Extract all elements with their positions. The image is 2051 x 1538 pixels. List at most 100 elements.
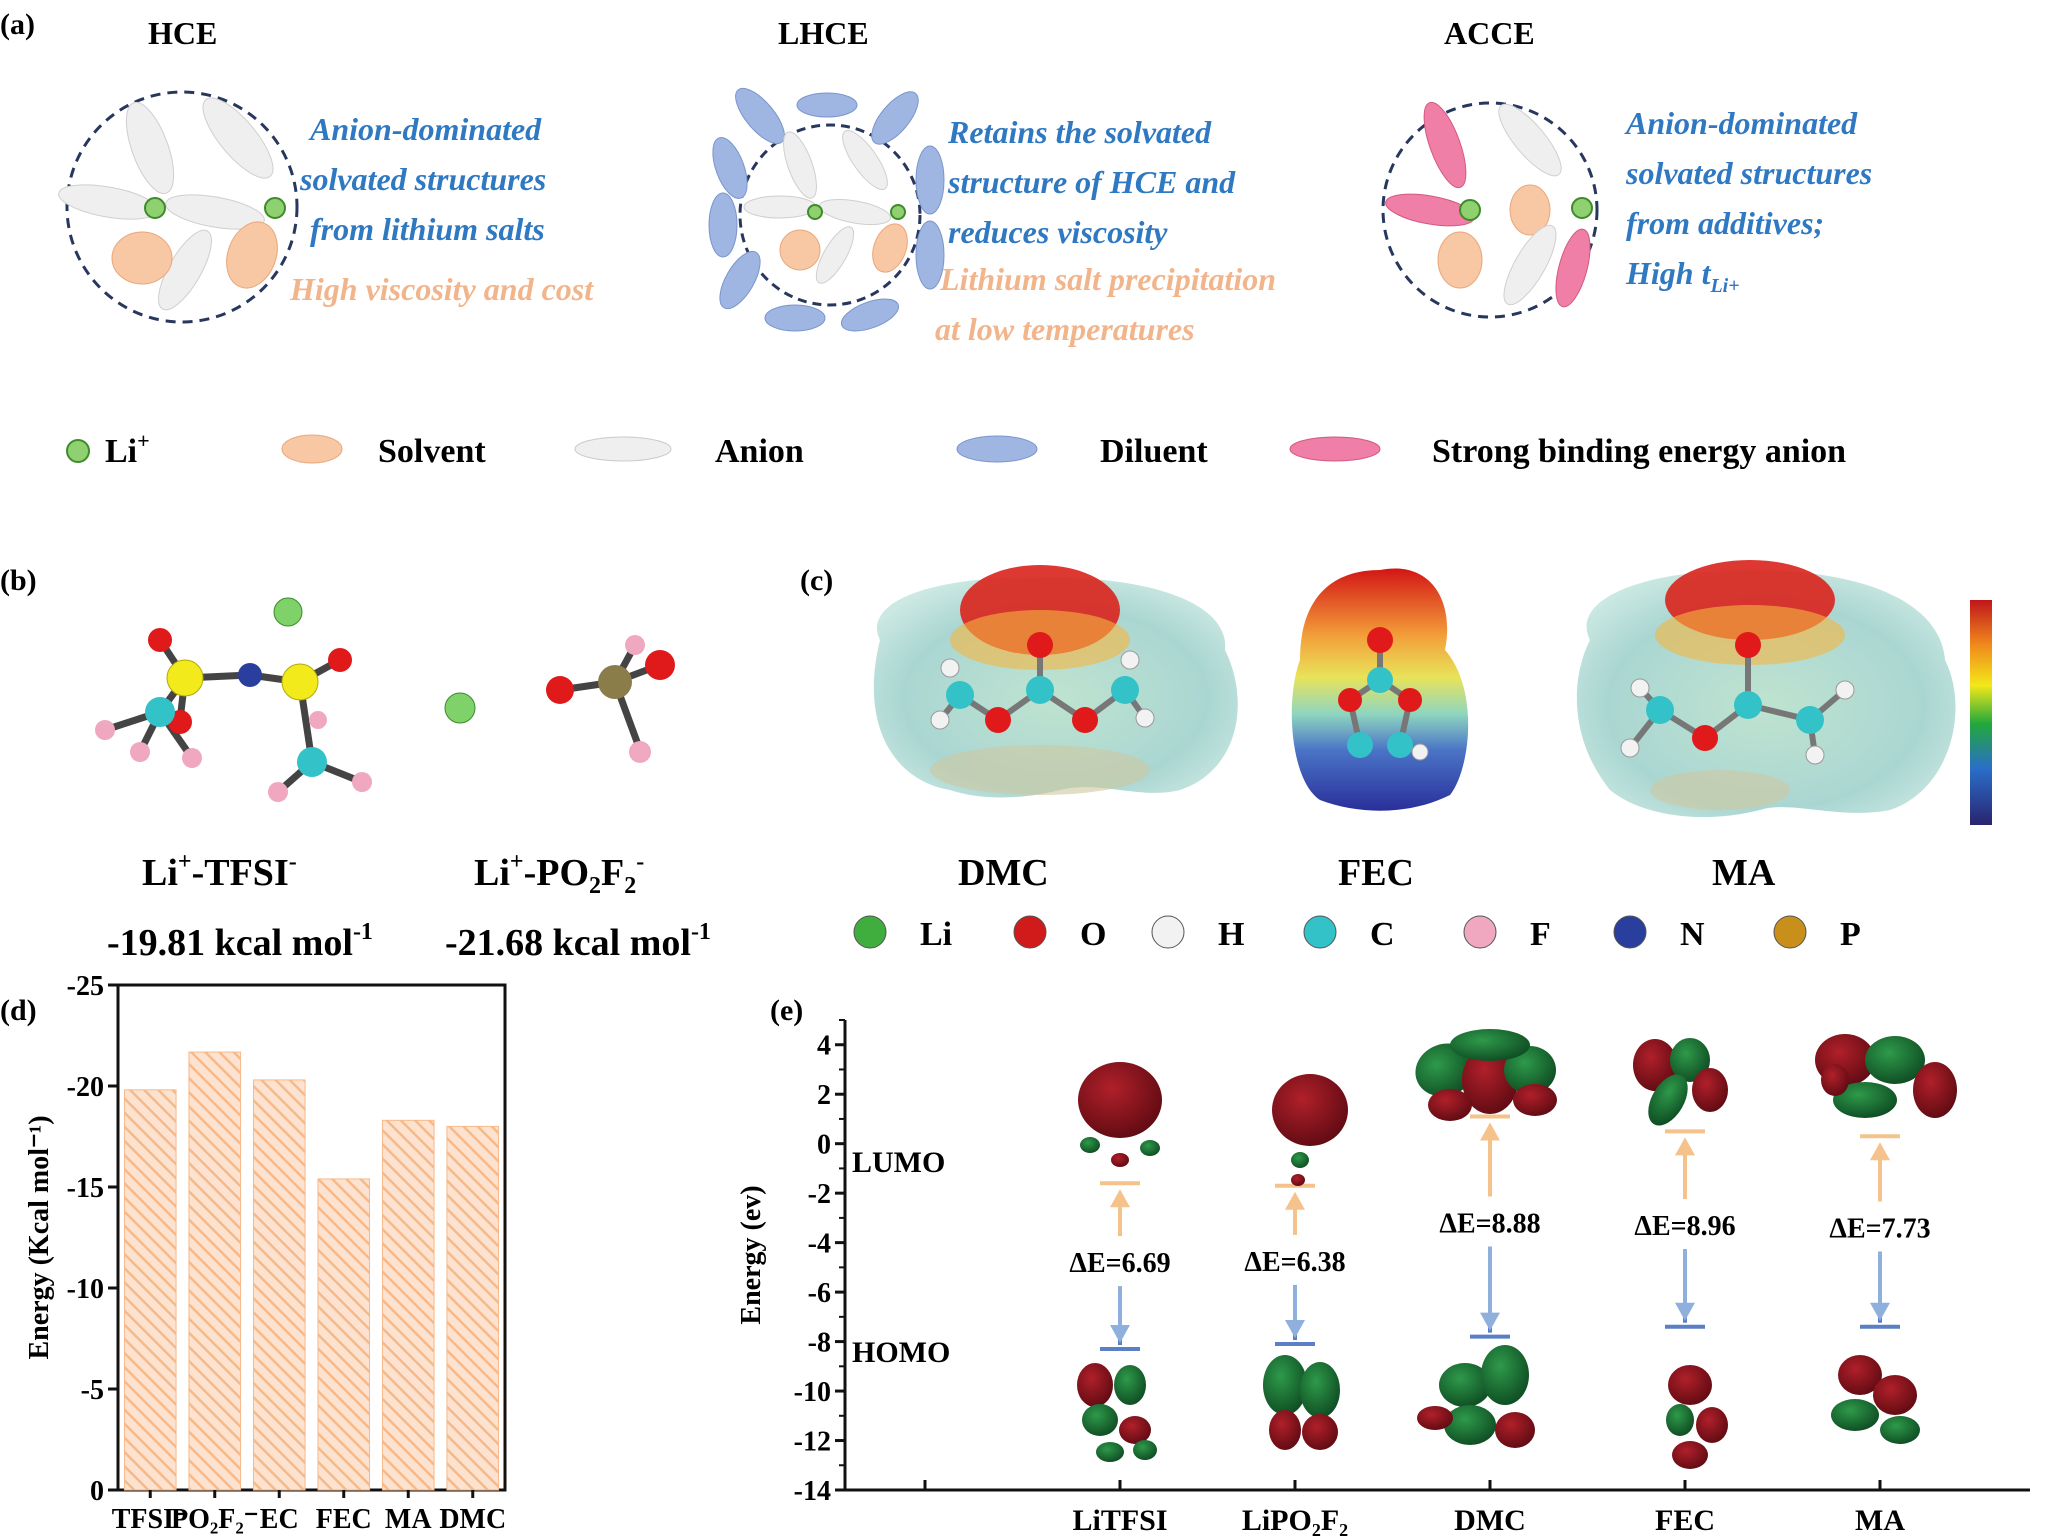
hce-description: Anion-dominated solvated structures from…	[299, 111, 546, 247]
legend-solvent: Solvent	[378, 433, 486, 470]
panel-e-label: (e)	[770, 994, 803, 1027]
orbital-lobe	[1428, 1089, 1472, 1121]
legend-anion: Anion	[715, 433, 804, 470]
orbital-lobe	[1865, 1036, 1925, 1084]
panel-c-molecule-names: DMC FEC MA	[958, 852, 1776, 894]
chart-d-ylabel: Energy (Kcal mol⁻¹)	[24, 1115, 55, 1359]
chart-e-ytick-label: -6	[808, 1278, 831, 1309]
homo-arrowhead	[1110, 1325, 1130, 1343]
legend-solvent-marker	[281, 434, 343, 464]
hce-desc-line1: Anion-dominated	[308, 111, 542, 147]
orbital-lobe	[1302, 1414, 1338, 1450]
lumo-arrowhead	[1870, 1142, 1890, 1161]
chart-e-xtick-label-fec: FEC	[1655, 1504, 1715, 1537]
lhce-note-line1: Lithium salt precipitation	[939, 261, 1276, 297]
orbital-lobe	[1444, 1405, 1496, 1445]
gap-label-ma: ΔE=7.73	[1829, 1214, 1930, 1245]
chart-d-ytick-label: -15	[67, 1173, 104, 1204]
po2f2-label: Li+-PO2F2-	[474, 849, 644, 899]
chart-d-xtick-label: DMC	[439, 1504, 506, 1535]
lhce-note: Lithium salt precipitation at low temper…	[935, 261, 1276, 347]
atom-legend-marker-h	[1151, 915, 1185, 949]
orbital-lobe	[1696, 1407, 1728, 1443]
chart-d-xtick-label: TFSI⁻	[112, 1504, 189, 1535]
panel-c-label: (c)	[800, 564, 833, 597]
chart-e-ytick-label: -12	[794, 1427, 831, 1458]
panel-b-label: (b)	[0, 564, 37, 597]
orbital-lobe	[1080, 1137, 1100, 1153]
orbital-lobe	[1513, 1084, 1557, 1116]
orbital-lobe	[1140, 1140, 1160, 1156]
orbital-lobe	[1439, 1363, 1491, 1407]
chart-d-xtick-label: PO₂F₂⁻	[171, 1504, 259, 1535]
panel-a: (a) HCE LHCE ACCE Anion-dominated solvat…	[0, 8, 1872, 470]
chart-d-bar-tfsi	[123, 1089, 177, 1491]
legend-anion-marker	[574, 436, 672, 462]
chart-e-ytick-label: -4	[808, 1229, 831, 1260]
legend-diluent-marker	[956, 435, 1038, 463]
orbital-lobe	[1633, 1039, 1677, 1091]
chart-e-ytick-label: 2	[817, 1080, 831, 1111]
legend-diluent: Diluent	[1100, 433, 1208, 470]
orbital-lobe	[1873, 1375, 1917, 1415]
orbital-lobe	[1078, 1062, 1162, 1138]
panel-c: (c)	[800, 560, 1992, 953]
chart-d-xtick-label: MA	[385, 1504, 432, 1535]
orbital-lobe	[1495, 1412, 1535, 1448]
orbital-lobe	[1300, 1362, 1340, 1418]
orbital-lobe	[1291, 1152, 1309, 1168]
gap-label-dmc: ΔE=8.88	[1439, 1209, 1540, 1240]
orbital-lobe	[1692, 1068, 1728, 1112]
atom-legend-label-p: P	[1840, 916, 1861, 953]
hce-note: High viscosity and cost	[289, 271, 594, 307]
fec-name: FEC	[1338, 852, 1414, 894]
homo-arrowhead	[1480, 1312, 1500, 1331]
orbital-lobe	[1450, 1029, 1530, 1061]
panel-b: (b)	[0, 564, 711, 964]
orbital-lobe	[1077, 1363, 1113, 1407]
chart-d-ytick-label: -5	[81, 1375, 104, 1406]
lumo-arrowhead	[1285, 1191, 1305, 1210]
chart-e-xtick-label-ma: MA	[1855, 1504, 1905, 1537]
orbital-lobe	[1670, 1038, 1710, 1082]
gap-label-fec: ΔE=8.96	[1634, 1211, 1735, 1242]
orbital-isosurfaces	[1077, 1029, 1957, 1469]
chart-d-bar-dmc	[446, 1125, 500, 1491]
acce-desc-line2: solvated structures	[1625, 155, 1872, 191]
chart-d-xtick-label: FEC	[316, 1504, 372, 1535]
panel-a-label: (a)	[0, 8, 35, 41]
atom-legend-label-h: H	[1218, 916, 1244, 953]
chart-e-ytick-label: 0	[817, 1130, 831, 1161]
homo-arrowhead	[1870, 1302, 1890, 1321]
orbital-lobe	[1648, 1074, 1688, 1126]
orbital-lobe	[1668, 1365, 1712, 1405]
homo-arrowhead	[1285, 1320, 1305, 1339]
orbital-lobe	[1821, 1064, 1849, 1096]
panel-d-label: (d)	[0, 994, 37, 1027]
atom-legend-marker-c	[1303, 915, 1337, 949]
dmc-esp-surface	[873, 565, 1238, 798]
chart-d-bar-ma	[381, 1119, 435, 1491]
chart-d-ytick-label: -10	[67, 1274, 104, 1305]
atom-legend-marker-f	[1463, 915, 1497, 949]
legend-strong-marker	[1289, 436, 1381, 462]
chart-e-ytick-label: -2	[808, 1179, 831, 1210]
hce-diagram	[58, 90, 299, 324]
hce-title: HCE	[148, 15, 217, 51]
chart-d-ytick-label: 0	[90, 1476, 104, 1507]
tfsi-energy: -19.81 kcal mol-1	[107, 919, 373, 964]
orbital-lobe	[1831, 1399, 1879, 1431]
orbital-lobe	[1481, 1345, 1529, 1405]
orbital-lobe	[1119, 1416, 1151, 1444]
acce-description: Anion-dominated solvated structures from…	[1624, 105, 1872, 297]
chart-d-bar-ec	[252, 1079, 306, 1491]
chart-e-xtick-label-lipo-f: LiPO₂F₂	[1242, 1504, 1348, 1537]
chart-d-bar-fec	[317, 1178, 371, 1491]
atom-legend-marker-li	[853, 915, 887, 949]
lumo-arrowhead	[1480, 1122, 1500, 1141]
